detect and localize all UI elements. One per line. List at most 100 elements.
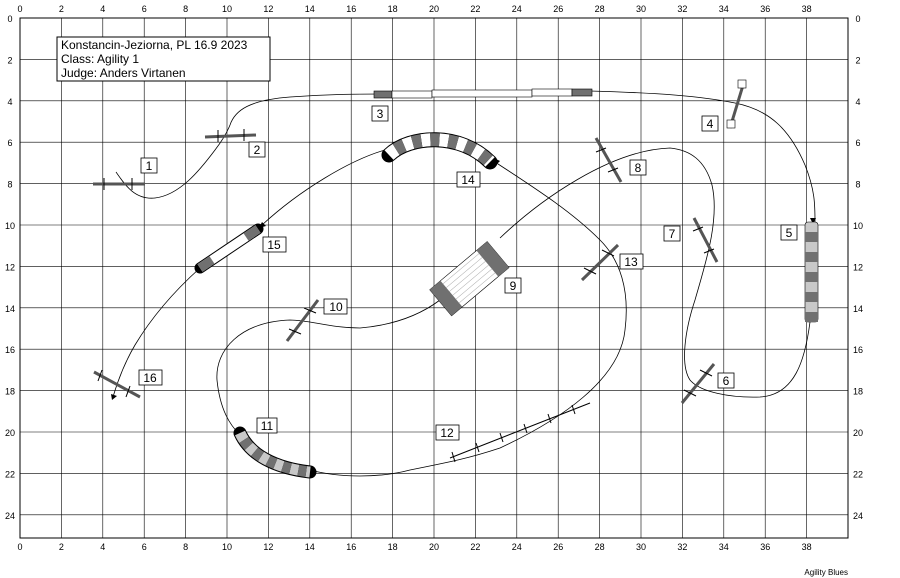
course-judge: Judge: Anders Virtanen <box>61 66 186 80</box>
y-tick-label: 14 <box>853 304 863 314</box>
obstacle-7: 7 <box>663 217 719 263</box>
obstacle-7-number: 7 <box>669 227 676 241</box>
y-tick-label: 2 <box>855 55 860 65</box>
x-tick-label: 6 <box>142 542 147 552</box>
obstacle-4-number: 4 <box>707 117 714 131</box>
y-tick-label: 24 <box>853 511 863 521</box>
obstacle-1-number: 1 <box>146 159 153 173</box>
course-class: Class: Agility 1 <box>61 52 139 66</box>
x-tick-label: 22 <box>470 4 480 14</box>
path-arrow <box>810 218 816 224</box>
x-tick-label: 26 <box>553 4 563 14</box>
dog-path <box>112 90 816 477</box>
obstacle-6-number: 6 <box>723 374 730 388</box>
x-tick-label: 8 <box>183 4 188 14</box>
x-tick-label: 14 <box>305 542 315 552</box>
obstacle-12-number: 12 <box>440 426 454 440</box>
y-tick-label: 22 <box>853 469 863 479</box>
obstacle-2-number: 2 <box>254 143 261 157</box>
obstacle-8: 8 <box>594 137 647 183</box>
obstacle-12: 12 <box>435 402 591 463</box>
y-tick-label: 12 <box>5 262 15 272</box>
y-tick-label: 22 <box>5 469 15 479</box>
x-tick-label: 36 <box>760 4 770 14</box>
obstacle-14: 14 <box>381 132 498 188</box>
path-arrow <box>111 394 117 400</box>
obstacle-13: 13 <box>580 243 644 282</box>
x-tick-label: 14 <box>305 4 315 14</box>
x-tick-label: 4 <box>100 542 105 552</box>
x-tick-label: 34 <box>719 4 729 14</box>
x-tick-label: 30 <box>636 4 646 14</box>
y-tick-label: 12 <box>853 262 863 272</box>
x-tick-label: 2 <box>59 542 64 552</box>
obstacle-14-number: 14 <box>461 173 475 187</box>
obstacle-8-number: 8 <box>635 161 642 175</box>
obstacle-15-number: 15 <box>267 238 281 252</box>
obstacle-16: 16 <box>93 369 163 399</box>
y-tick-label: 6 <box>7 138 12 148</box>
x-tick-label: 38 <box>802 4 812 14</box>
obstacle-4: 4 <box>701 79 747 132</box>
x-tick-label: 28 <box>595 4 605 14</box>
obstacle-3-number: 3 <box>377 107 384 121</box>
y-tick-label: 18 <box>853 387 863 397</box>
obstacle-9-label-box <box>504 277 522 294</box>
x-tick-label: 22 <box>470 542 480 552</box>
x-tick-label: 0 <box>17 4 22 14</box>
y-tick-label: 20 <box>5 428 15 438</box>
y-tick-label: 2 <box>7 55 12 65</box>
obstacle-10: 10 <box>285 298 348 342</box>
x-tick-label: 38 <box>802 542 812 552</box>
y-tick-label: 6 <box>855 138 860 148</box>
obstacle-1: 1 <box>93 157 158 190</box>
y-tick-label: 0 <box>7 14 12 24</box>
x-tick-label: 36 <box>760 542 770 552</box>
x-tick-label: 18 <box>388 4 398 14</box>
obstacle-2: 2 <box>204 129 266 158</box>
x-tick-label: 4 <box>100 4 105 14</box>
y-tick-label: 18 <box>5 387 15 397</box>
y-tick-label: 10 <box>853 221 863 231</box>
x-tick-label: 20 <box>429 4 439 14</box>
y-tick-label: 8 <box>7 180 12 190</box>
x-tick-label: 16 <box>346 542 356 552</box>
x-tick-label: 6 <box>142 4 147 14</box>
y-tick-label: 8 <box>855 180 860 190</box>
x-tick-label: 32 <box>677 4 687 14</box>
obstacle-16-number: 16 <box>143 371 157 385</box>
obstacle-9-number: 9 <box>510 279 517 293</box>
x-tick-label: 10 <box>222 542 232 552</box>
obstacle-11-number: 11 <box>261 419 274 433</box>
x-tick-label: 8 <box>183 542 188 552</box>
y-tick-label: 14 <box>5 304 15 314</box>
y-tick-label: 16 <box>853 345 863 355</box>
x-tick-label: 18 <box>388 542 398 552</box>
credit-text: Agility Blues <box>804 568 848 577</box>
obstacle-10-number: 10 <box>329 300 343 314</box>
y-tick-label: 0 <box>855 14 860 24</box>
x-tick-label: 16 <box>346 4 356 14</box>
obstacle-5: 5 <box>780 221 819 323</box>
y-tick-label: 24 <box>5 511 15 521</box>
obstacle-13-number: 13 <box>624 255 638 269</box>
obstacle-5-number: 5 <box>786 226 793 240</box>
y-tick-label: 4 <box>855 97 860 107</box>
x-tick-label: 12 <box>263 4 273 14</box>
course-info-box: Konstancin-Jeziorna, PL 16.9 2023 Class:… <box>56 36 271 82</box>
x-tick-label: 26 <box>553 542 563 552</box>
obstacle-15: 15 <box>194 223 287 274</box>
y-tick-label: 16 <box>5 345 15 355</box>
y-tick-label: 10 <box>5 221 15 231</box>
x-tick-label: 24 <box>512 4 522 14</box>
obstacle-3: 3 <box>371 88 593 122</box>
x-tick-label: 20 <box>429 542 439 552</box>
course-location: Konstancin-Jeziorna, PL 16.9 2023 <box>61 38 248 52</box>
obstacle-6: 6 <box>680 363 735 404</box>
y-tick-label: 4 <box>7 97 12 107</box>
x-tick-label: 12 <box>263 542 273 552</box>
x-tick-label: 0 <box>17 542 22 552</box>
